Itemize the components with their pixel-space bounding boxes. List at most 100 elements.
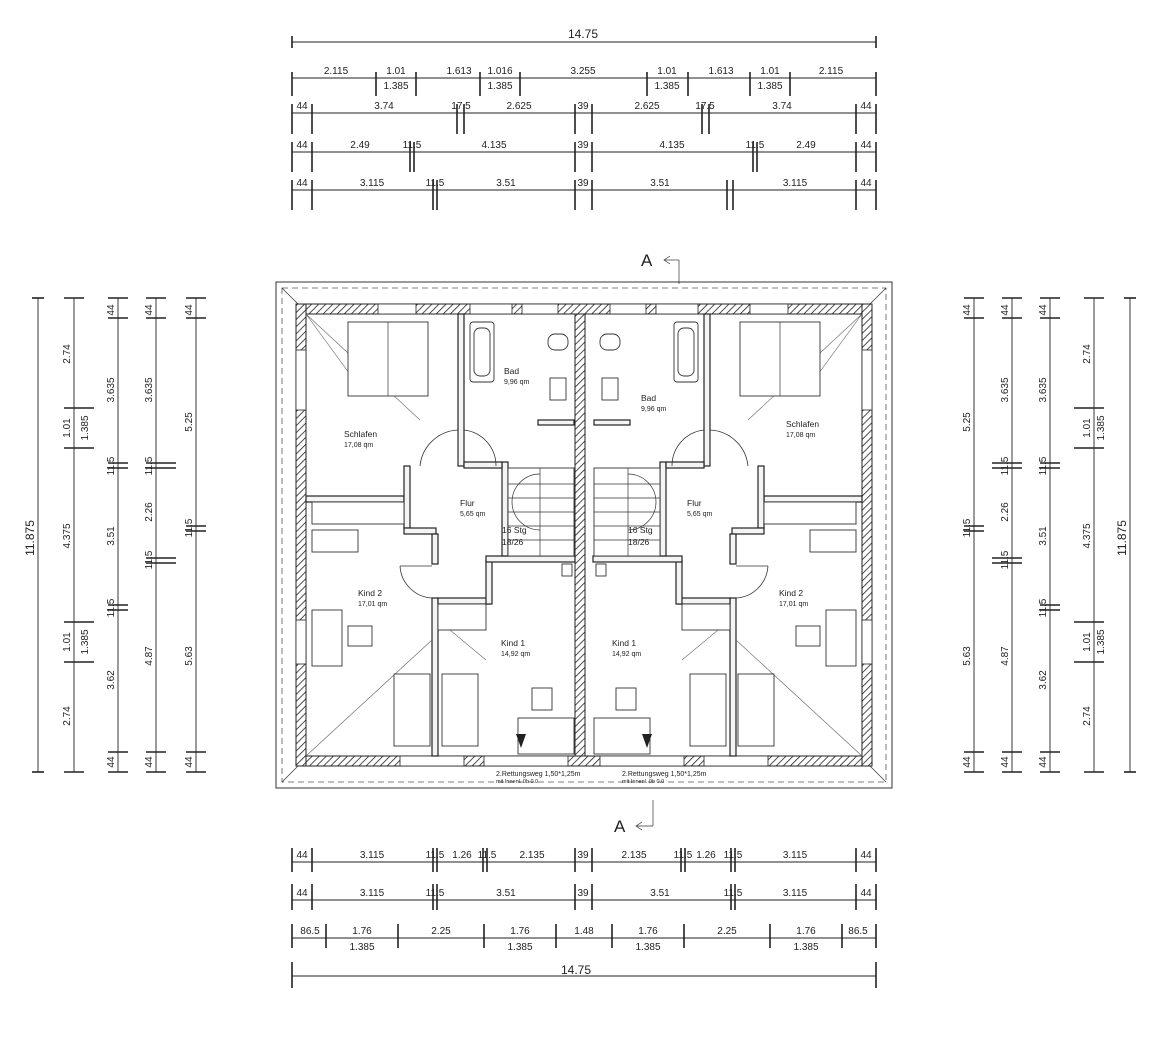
bottom-row3-sub-3: 1.385	[793, 942, 818, 953]
bathroom-fixtures-right	[599, 321, 699, 401]
stair-steps-right: 16 Stg	[628, 525, 653, 535]
left-col2-dim-3: 3.51	[106, 526, 117, 546]
bottom-row1-dim-1: 3.115	[360, 850, 385, 861]
left-col1-dim-4: 2.74	[62, 706, 73, 726]
left-col3-dim-6: 44	[144, 756, 155, 768]
furniture-left	[311, 321, 575, 755]
top-row1-dim-0: 2.115	[324, 66, 349, 77]
right-dimension-chains: 44 5.25 11.5 5.63 44 44 3.635 11.5 2.26 …	[962, 297, 1136, 773]
bottom-row3-sub-0: 1.385	[349, 942, 374, 953]
top-row3-dim-1: 2.49	[350, 140, 370, 151]
left-col1-dim-3: 1.01	[62, 632, 73, 652]
bottom-row2-dim-0: 44	[296, 888, 308, 899]
top-row2-dim-8: 44	[860, 101, 872, 112]
bottom-row1-dim-12: 44	[860, 850, 872, 861]
room-name-bad-left: Bad	[504, 366, 519, 376]
left-col2-dim-2: 11.5	[106, 456, 117, 475]
right-col1-dim-1: 5.25	[962, 412, 973, 432]
top-row2-dim-1: 3.74	[374, 101, 394, 112]
right-col3-dim-2: 11.5	[1038, 456, 1049, 475]
right-col2-dim-3: 2.26	[1000, 502, 1011, 522]
bottom-row1-dim-11: 3.115	[783, 850, 808, 861]
bottom-row1-dim-4: 11.5	[478, 850, 497, 861]
bottom-row1-dim-2: 11.5	[426, 850, 445, 861]
top-row3-dim-0: 44	[296, 140, 308, 151]
left-col3-dim-2: 11.5	[144, 456, 155, 475]
right-col3-dim-3: 3.51	[1038, 526, 1049, 546]
top-row1-dim-4: 3.255	[570, 66, 595, 77]
top-row1-sub-0: 1.385	[383, 81, 408, 92]
left-col4-dim-2: 11.5	[184, 518, 195, 537]
left-col1-dim-0: 2.74	[62, 344, 73, 364]
section-label-top: A	[641, 251, 653, 270]
left-col3-dim-3: 2.26	[144, 502, 155, 522]
right-col2-dim-6: 44	[1000, 756, 1011, 768]
top-row3-dim-3: 4.135	[481, 140, 506, 151]
section-marker-top: A	[641, 251, 680, 284]
top-row4-dim-6: 3.115	[783, 178, 808, 189]
top-row4-dim-5: 3.51	[650, 178, 670, 189]
room-area-bad-left: 9,96 qm	[504, 379, 529, 386]
top-row1-dim-1: 1.01	[386, 66, 406, 77]
wall-south	[295, 755, 873, 767]
right-col2-dim-1: 3.635	[1000, 377, 1011, 402]
right-col1-dim-3: 5.63	[962, 646, 973, 666]
left-col2-dim-4: 11.5	[106, 598, 117, 617]
right-col4-sub-0: 1.385	[1096, 415, 1107, 440]
escape-window-note-left-2: mit Innenl. 0b 0.0	[496, 779, 538, 785]
right-col2-dim-2: 11.5	[1000, 456, 1011, 475]
left-col1-dim-1: 1.01	[62, 418, 73, 438]
left-col3-dim-1: 3.635	[144, 377, 155, 402]
room-name-kind1-right: Kind 1	[612, 638, 636, 648]
bottom-row3-dim-0: 86.5	[300, 926, 320, 937]
right-col1-dim-2: 11.5	[962, 518, 973, 537]
left-col2-dim-0: 44	[106, 304, 117, 316]
room-name-kind2-left: Kind 2	[358, 588, 382, 598]
section-marker-bottom: A	[614, 800, 654, 836]
stair-ratio-right: 18/26	[628, 537, 650, 547]
escape-window-note-right-1: 2.Rettungsweg 1,50*1,25m	[622, 771, 707, 778]
bottom-row1-dim-8: 11.5	[674, 850, 693, 861]
right-col3-dim-1: 3.635	[1038, 377, 1049, 402]
bottom-row3-sub-1: 1.385	[507, 942, 532, 953]
stair-steps-left: 16 Stg	[502, 525, 527, 535]
top-row1-sub-2: 1.385	[654, 81, 679, 92]
right-overall-dim: 11.875	[1115, 520, 1129, 556]
top-row3-dim-6: 11.5	[746, 140, 765, 151]
room-area-kind2-left: 17,01 qm	[358, 601, 387, 608]
top-row3-dim-2: 11.5	[403, 140, 422, 151]
right-col4-sub-1: 1.385	[1096, 629, 1107, 654]
roof-edge-outer	[275, 281, 893, 789]
bottom-row3-dim-4: 1.48	[574, 926, 594, 937]
bottom-row2-dim-1: 3.115	[360, 888, 385, 899]
top-row2-dim-7: 3.74	[772, 101, 792, 112]
bottom-row3-dim-5: 1.76	[638, 926, 658, 937]
top-row1-dim-2: 1.613	[446, 66, 471, 77]
escape-window-note-right-2: mit Innenl. 0b 0.0	[622, 779, 664, 785]
furniture-right	[593, 321, 857, 755]
section-label-bottom: A	[614, 817, 626, 836]
stair-ratio-left: 18/26	[502, 537, 524, 547]
bottom-row1-dim-5: 2.135	[519, 850, 544, 861]
right-col2-dim-0: 44	[1000, 304, 1011, 316]
right-col2-dim-5: 4.87	[1000, 646, 1011, 666]
top-row3-dim-5: 4.135	[659, 140, 684, 151]
top-row2-dim-0: 44	[296, 101, 308, 112]
right-col4-dim-4: 2.74	[1082, 706, 1093, 726]
right-col3-dim-4: 11.5	[1038, 598, 1049, 617]
building	[275, 281, 893, 789]
bottom-row2-dim-7: 3.115	[783, 888, 808, 899]
left-col2-dim-6: 44	[106, 756, 117, 768]
room-area-schlafen-right: 17,08 qm	[786, 432, 815, 439]
bottom-overall-dim: 14.75	[561, 963, 591, 977]
bottom-dimension-chains: 44 3.115 11.5 1.26 11.5 2.135 39 2.135 1…	[291, 848, 877, 988]
top-row4-dim-1: 3.115	[360, 178, 385, 189]
right-col4-dim-3: 1.01	[1082, 632, 1093, 652]
top-row3-dim-8: 44	[860, 140, 872, 151]
top-row4-dim-2: 11.5	[426, 178, 445, 189]
bottom-row3-dim-8: 86.5	[848, 926, 868, 937]
top-row4-dim-0: 44	[296, 178, 308, 189]
left-col1-sub-1: 1.385	[80, 629, 91, 654]
room-area-flur-left: 5,65 qm	[460, 511, 485, 518]
bottom-row3-sub-2: 1.385	[635, 942, 660, 953]
